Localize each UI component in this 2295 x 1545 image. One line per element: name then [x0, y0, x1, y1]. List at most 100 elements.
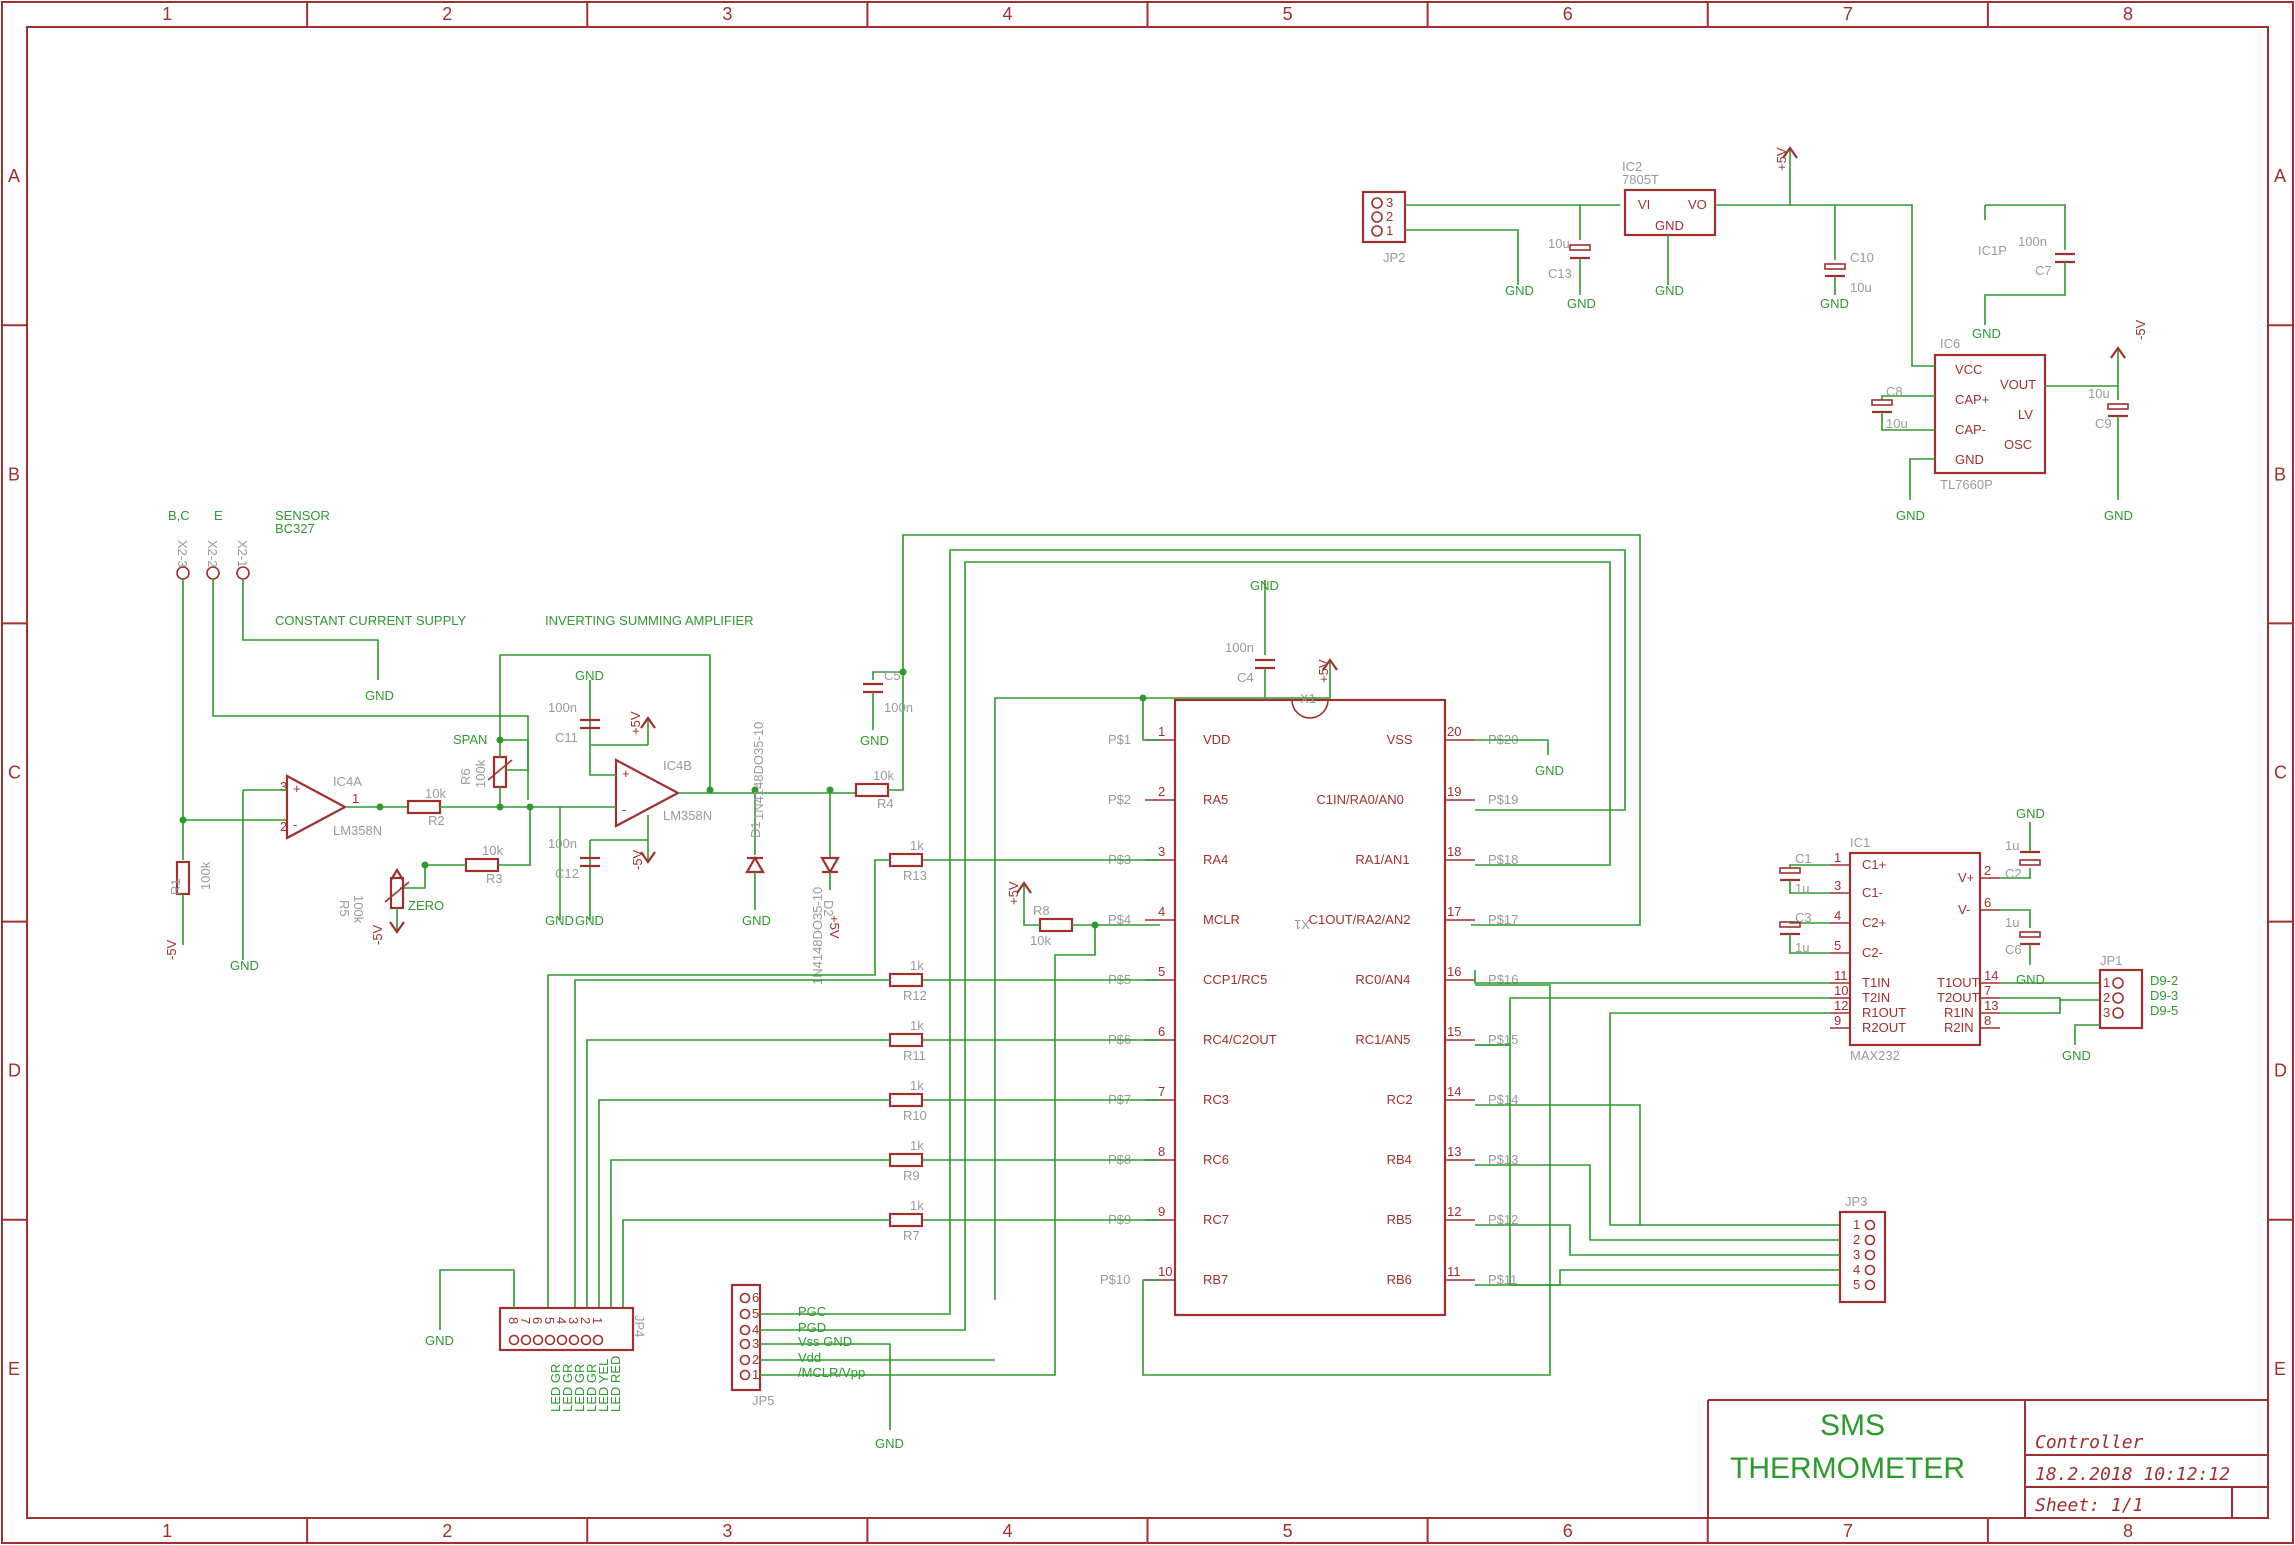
- jp4-pin-number: 5: [542, 1317, 557, 1324]
- resistor: [888, 972, 924, 988]
- frame-row-right: E: [2274, 1359, 2286, 1379]
- r3-label: R3: [486, 871, 503, 886]
- jp1-label: JP1: [2100, 953, 2122, 968]
- c6-label: C6: [2005, 942, 2022, 957]
- jp3-pin-number: 1: [1853, 1217, 1860, 1232]
- frame-row-right: B: [2274, 464, 2286, 484]
- frame-col-top: 3: [722, 4, 732, 24]
- jp3-pin: [1864, 1249, 1876, 1261]
- max232-pin-name: R1OUT: [1862, 1005, 1906, 1020]
- jp4-pin-number: 3: [566, 1317, 581, 1324]
- jp5-pin-number: 1: [752, 1367, 759, 1382]
- c1-label: C1: [1795, 851, 1812, 866]
- jp3-pin: [1864, 1264, 1876, 1276]
- ic2-vi: VI: [1638, 197, 1650, 212]
- m5v-label: -5V: [2133, 319, 2148, 340]
- jp2-label: JP2: [1383, 250, 1405, 265]
- svg-text:-: -: [622, 802, 626, 817]
- mcu-pin-name: RC6: [1203, 1152, 1229, 1167]
- jp3-pin: [1864, 1234, 1876, 1246]
- mcu-pin-name: MCLR: [1203, 912, 1240, 927]
- svg-text:2: 2: [280, 819, 287, 834]
- frame-col-bottom: 1: [162, 1521, 172, 1541]
- resistor: [888, 1092, 924, 1108]
- d1-label: D1: [748, 821, 763, 838]
- jp3-pin: [1864, 1279, 1876, 1291]
- sensor-part: BC327: [275, 521, 315, 536]
- frame-col-top: 5: [1283, 4, 1293, 24]
- frame-col-top: 1: [162, 4, 172, 24]
- mcu-pin-name: C1IN/RA0/AN0: [1316, 792, 1403, 807]
- jp4-pin: [568, 1334, 580, 1346]
- wire: [610, 1159, 890, 1308]
- c1-value: 1u: [1795, 881, 1809, 896]
- zero-label: ZERO: [408, 898, 444, 913]
- svg-text:3: 3: [280, 779, 287, 794]
- max232-pin-number: 14: [1984, 968, 1998, 983]
- ic4b-part: LM358N: [663, 808, 712, 823]
- jp4-pin-number: 2: [578, 1317, 593, 1324]
- mcu-net-label: P$1: [1108, 732, 1131, 747]
- r1-label: R1: [168, 878, 183, 895]
- c5-value: 100n: [884, 700, 913, 715]
- mcu-net-label: P$19: [1488, 792, 1518, 807]
- mcu-pin-number: 15: [1447, 1024, 1461, 1039]
- frame-col-bottom: 7: [1843, 1521, 1853, 1541]
- mcu-pin-name: RB5: [1387, 1212, 1412, 1227]
- ic1-part: MAX232: [1850, 1048, 1900, 1063]
- jp5-pin-number: 4: [752, 1322, 759, 1337]
- r8-label: R8: [1033, 903, 1050, 918]
- jp4-pin-number: 7: [518, 1317, 533, 1324]
- max232-pin-name: R2IN: [1944, 1020, 1974, 1035]
- jp5-pin: [739, 1354, 751, 1366]
- ic4a-part: LM358N: [333, 823, 382, 838]
- wire: [547, 859, 890, 1308]
- jp5-net-label: Vss GND: [798, 1334, 852, 1349]
- resistor-value: 1k: [910, 1138, 924, 1153]
- mcu-pin-name: VDD: [1203, 732, 1230, 747]
- ic1-label: IC1: [1850, 835, 1870, 850]
- jp5-net-label: Vdd: [798, 1350, 821, 1365]
- resistor-value: 1k: [910, 1018, 924, 1033]
- max232-pin-name: T1OUT: [1937, 975, 1980, 990]
- frame-col-bottom: 3: [722, 1521, 732, 1541]
- jp4-pin-number: 6: [530, 1317, 545, 1324]
- c11-label: C11: [555, 730, 578, 745]
- svg-text:1: 1: [352, 791, 359, 806]
- jp3-pin-number: 2: [1853, 1232, 1860, 1247]
- sensor-x2-1: X2-1: [235, 540, 250, 567]
- mcu-pin-number: 5: [1158, 964, 1165, 979]
- wire: [586, 1039, 890, 1308]
- jp5-pin-number: 6: [752, 1290, 759, 1305]
- r8-value: 10k: [1030, 933, 1051, 948]
- jp5-label: JP5: [752, 1393, 774, 1408]
- max232-pin-number: 11: [1834, 968, 1848, 983]
- mcu-pin-name: RC2: [1387, 1092, 1413, 1107]
- mcu-pin-number: 9: [1158, 1204, 1165, 1219]
- m5v-label: -5V: [370, 924, 385, 945]
- c12-label: C12: [555, 866, 579, 881]
- max232-pin-number: 12: [1834, 998, 1848, 1013]
- ic6-pin-capm: CAP-: [1955, 422, 1986, 437]
- d2-part: 1N4148DO35-10: [810, 887, 825, 985]
- ic6-tl7660: [1933, 353, 2047, 475]
- frame-row-left: A: [8, 166, 20, 186]
- ic6-pin-lv: LV: [2018, 407, 2033, 422]
- r4-value: 10k: [873, 768, 894, 783]
- gnd-label: GND: [1896, 508, 1925, 523]
- mcu-pin-name: RC3: [1203, 1092, 1229, 1107]
- mcu-pin-number: 11: [1447, 1264, 1461, 1279]
- span-label: SPAN: [453, 732, 487, 747]
- c13-label: C13: [1548, 266, 1572, 281]
- mcu-net-label: P$10: [1100, 1272, 1130, 1287]
- c9-value: 10u: [2088, 386, 2110, 401]
- frame-row-right: A: [2274, 166, 2286, 186]
- jp5-pin: [739, 1292, 751, 1304]
- mcu-pin-name: VSS: [1387, 732, 1413, 747]
- frame-row-left: D: [8, 1061, 21, 1081]
- mcu-pin-number: 12: [1447, 1204, 1461, 1219]
- mcu-pin-name: RC4/C2OUT: [1203, 1032, 1277, 1047]
